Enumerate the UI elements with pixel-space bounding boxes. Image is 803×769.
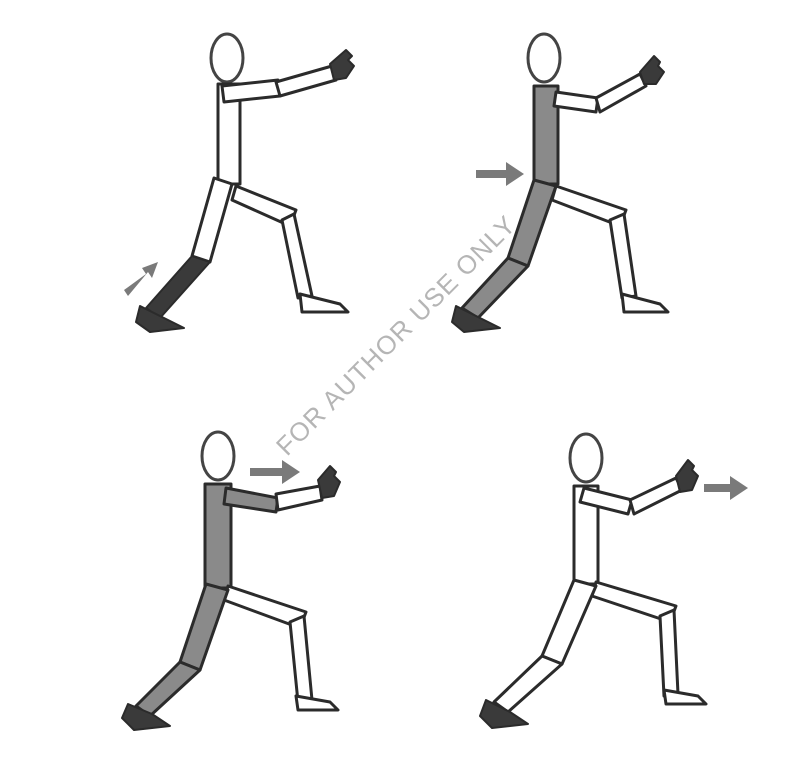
back-thigh (192, 178, 232, 262)
push-arrow-icon (124, 262, 158, 296)
forearm (276, 486, 322, 510)
hand (676, 460, 698, 492)
push-arrow-icon (250, 460, 300, 484)
front-shin (610, 214, 636, 298)
head (211, 34, 243, 82)
figure-panel-2 (452, 34, 668, 332)
back-thigh (180, 584, 228, 670)
hand (330, 50, 354, 80)
forearm (276, 66, 336, 96)
forearm (596, 74, 646, 112)
back-shin (494, 656, 562, 712)
push-arrow-icon (704, 476, 748, 500)
figure-panel-4 (480, 434, 748, 728)
back-shin (462, 258, 528, 318)
push-arrow-icon (476, 162, 524, 186)
front-shin (282, 214, 312, 298)
front-shin (290, 616, 312, 702)
front-foot (664, 690, 706, 704)
front-shin (660, 610, 678, 696)
head (202, 432, 234, 480)
front-foot (300, 294, 348, 312)
back-shin (136, 662, 200, 716)
upper-arm (554, 92, 598, 112)
hand (640, 56, 664, 84)
forearm (630, 478, 682, 514)
back-thigh (508, 180, 556, 266)
figure-panel-1 (124, 34, 354, 332)
head (528, 34, 560, 82)
front-foot (622, 294, 668, 312)
head (570, 434, 602, 482)
figure-panel-3 (122, 432, 340, 730)
front-foot (296, 696, 338, 710)
hand (318, 466, 340, 498)
back-thigh (542, 580, 596, 664)
